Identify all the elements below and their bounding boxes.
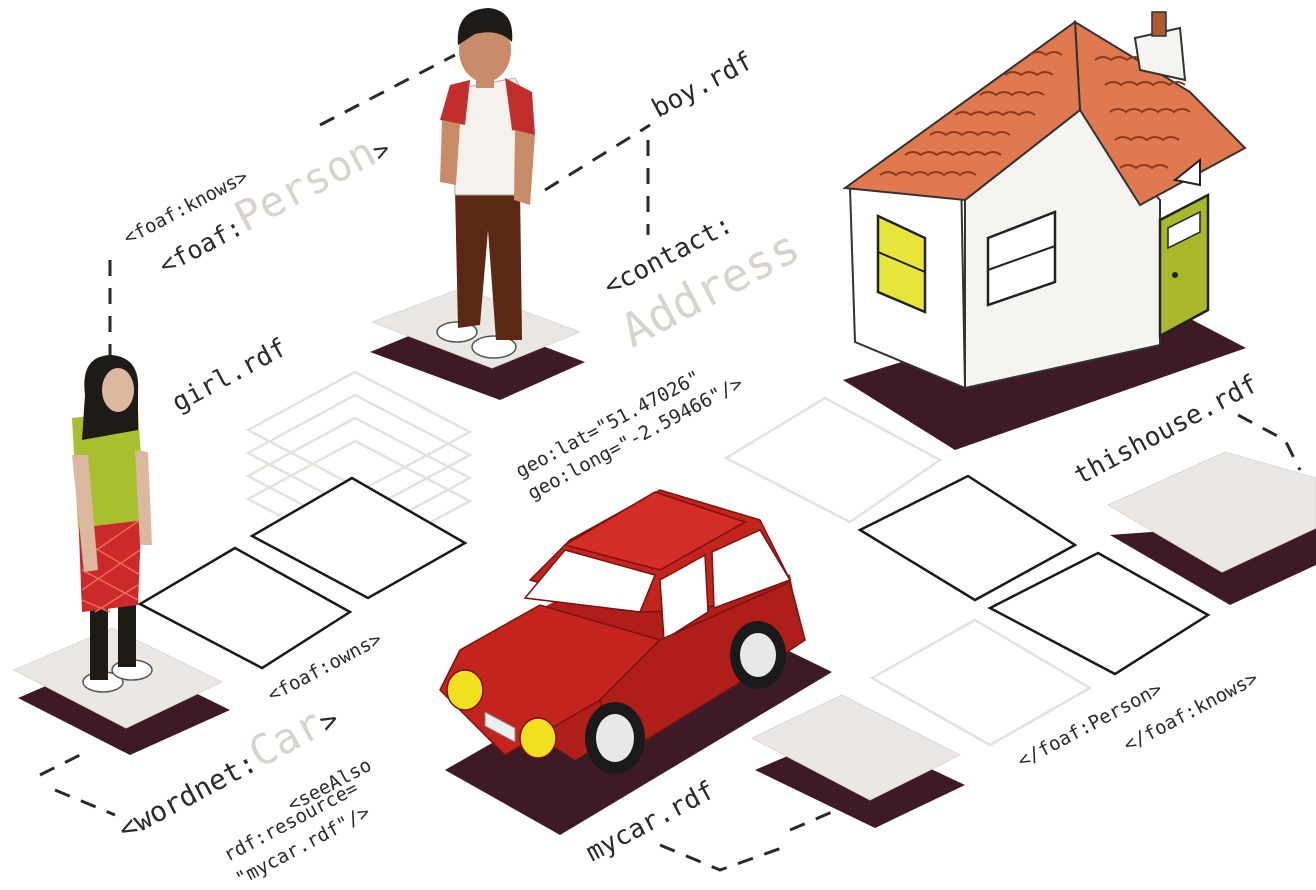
label-girl-rdf: girl.rdf <box>167 333 292 418</box>
label-wordnet-prefix: <wordnet: <box>113 746 262 846</box>
label-boy-rdf: boy.rdf <box>647 46 758 124</box>
car-illustration <box>440 490 805 774</box>
label-foaf-knows-end: </foaf:knows> <box>1120 667 1262 756</box>
